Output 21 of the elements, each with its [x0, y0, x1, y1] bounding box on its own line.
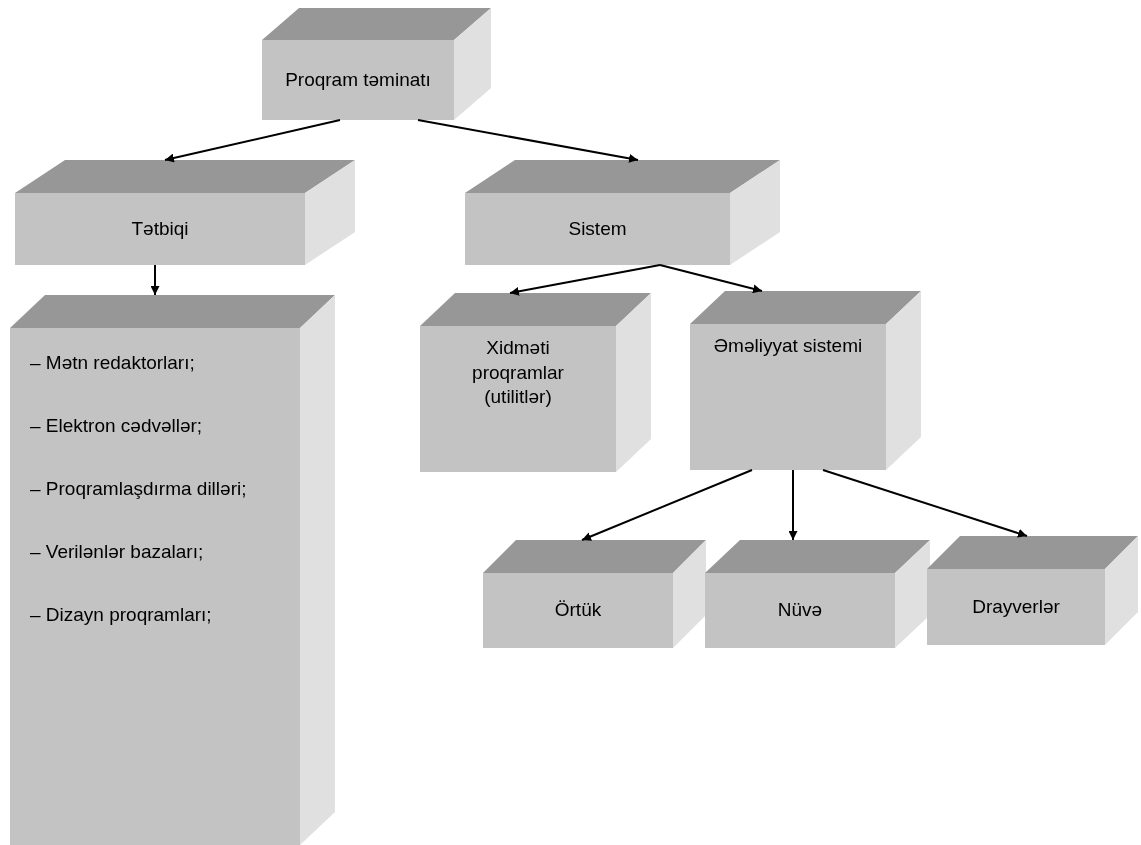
arrow — [164, 119, 341, 163]
list-item: – Proqramlaşdırma dilləri; — [30, 477, 247, 501]
box-label: Nüvə — [777, 598, 823, 623]
box-label: Proqram təminatı — [285, 67, 431, 92]
list-item: – Dizayn proqramları; — [30, 603, 212, 627]
box-label: Örtük — [554, 598, 602, 623]
list-item: – Elektron cədvəllər; — [30, 414, 203, 438]
arrow — [417, 119, 639, 163]
box-label: Sistem — [568, 216, 627, 241]
list-item: – Verilənlər bazaları; — [30, 540, 204, 564]
box-label: Xidməti proqramlar (utilitlər) — [471, 336, 565, 410]
arrow — [150, 264, 160, 296]
arrow — [788, 469, 798, 541]
box-label: Drayverlər — [972, 594, 1060, 619]
box-label: Əməliyyat sistemi — [713, 334, 863, 358]
list-item: – Mətn redaktorları; — [30, 351, 195, 375]
arrow — [822, 469, 1028, 538]
box-label: Tətbiqi — [131, 216, 189, 241]
arrow — [659, 264, 763, 294]
arrow — [581, 469, 753, 541]
arrow — [509, 264, 661, 296]
